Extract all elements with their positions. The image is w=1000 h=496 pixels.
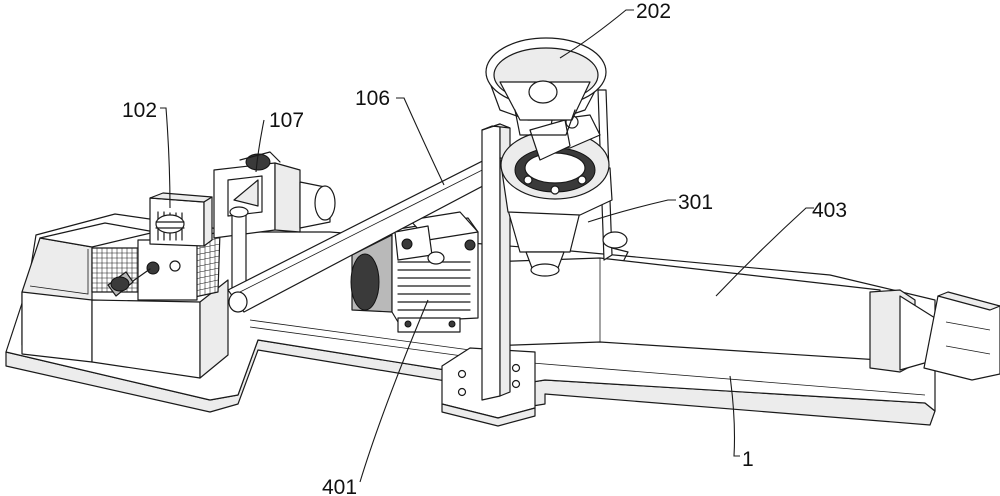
grinder-301 <box>499 89 629 277</box>
label-107: 107 <box>269 109 304 132</box>
hopper-202 <box>485 37 607 136</box>
motor-401 <box>350 211 479 333</box>
feeder-box-102 <box>107 192 213 301</box>
support-post <box>441 123 536 427</box>
label-401: 401 <box>322 476 357 496</box>
label-403: 403 <box>812 199 847 222</box>
label-102: 102 <box>122 99 157 122</box>
label-1: 1 <box>742 448 754 471</box>
blower-107 <box>213 151 336 301</box>
leader-lines <box>160 9 814 483</box>
label-301: 301 <box>678 191 713 214</box>
label-202: 202 <box>636 0 671 23</box>
label-106: 106 <box>355 87 390 110</box>
